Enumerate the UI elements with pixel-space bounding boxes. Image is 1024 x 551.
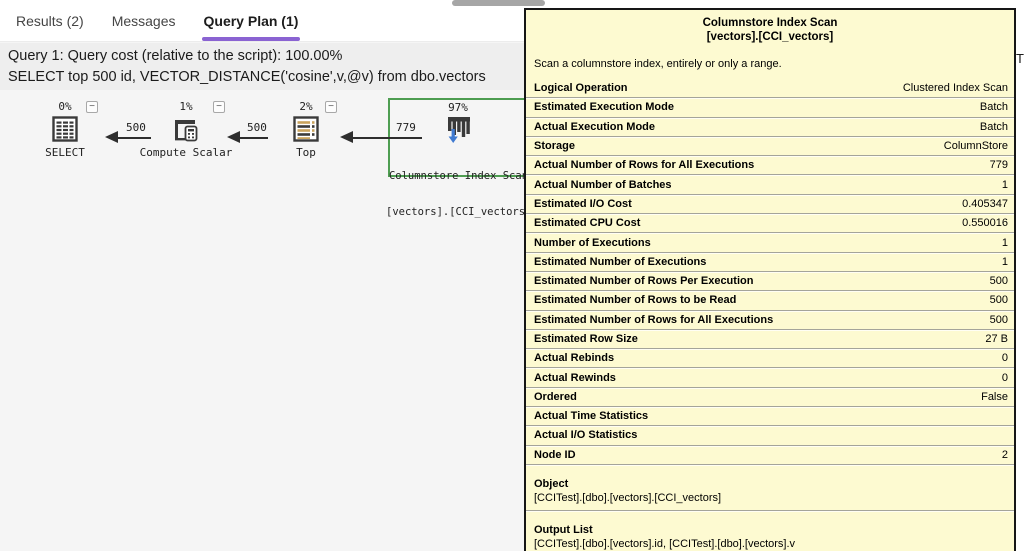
tab-results-label: Results (2) bbox=[16, 12, 84, 29]
clipped-text-fragment: T bbox=[1016, 51, 1024, 66]
query-text-line: SELECT top 500 id, VECTOR_DISTANCE('cosi… bbox=[8, 69, 486, 85]
columnstore-node-label: Columnstore Index Scan [vectors].[CCI_ve… bbox=[386, 170, 532, 218]
edge-rowcount: 500 bbox=[247, 121, 267, 134]
property-row: Actual Time Statistics bbox=[526, 407, 1014, 427]
columnstore-node-cost: 97% bbox=[448, 101, 468, 114]
compute-scalar-icon[interactable] bbox=[172, 114, 200, 144]
select-node-label: SELECT bbox=[45, 146, 85, 159]
tab-query-plan-label: Query Plan (1) bbox=[203, 12, 299, 29]
compute-scalar-node-label: Compute Scalar bbox=[139, 146, 233, 159]
top-icon[interactable] bbox=[292, 114, 320, 144]
top-node-cost: 2% bbox=[299, 100, 313, 113]
edge-rowcount: 500 bbox=[126, 121, 146, 134]
pane-drag-handle[interactable] bbox=[452, 0, 545, 6]
select-icon[interactable] bbox=[51, 114, 79, 144]
property-row: Actual Number of Rows for All Executions… bbox=[526, 156, 1014, 176]
plan-edge-arrow bbox=[227, 131, 268, 144]
select-node-cost: 0% bbox=[58, 100, 72, 113]
plan-edge-arrow bbox=[105, 131, 151, 144]
tooltip-output-list-section: Output List [CCITest].[dbo].[vectors].id… bbox=[534, 523, 796, 550]
property-row: Estimated Number of Rows for All Executi… bbox=[526, 311, 1014, 330]
tab-messages-label: Messages bbox=[111, 12, 176, 29]
tab-results[interactable]: Results (2) bbox=[2, 0, 98, 42]
active-tab-underline bbox=[201, 37, 301, 41]
tab-query-plan[interactable]: Query Plan (1) bbox=[190, 0, 313, 42]
top-node-label: Top bbox=[296, 146, 316, 159]
plan-edge-arrow bbox=[340, 131, 422, 144]
columnstore-index-scan-icon[interactable] bbox=[444, 113, 472, 143]
select-collapse-button[interactable]: − bbox=[86, 101, 98, 113]
tab-messages[interactable]: Messages bbox=[98, 0, 190, 42]
tooltip-title-operation: Columnstore Index Scan bbox=[702, 17, 838, 29]
operator-tooltip: Columnstore Index Scan [vectors].[CCI_ve… bbox=[524, 8, 1016, 551]
tooltip-title: Columnstore Index Scan [vectors].[CCI_ve… bbox=[526, 17, 1014, 44]
top-collapse-button[interactable]: − bbox=[325, 101, 337, 113]
compute-scalar-collapse-button[interactable]: − bbox=[213, 101, 225, 113]
tooltip-description: Scan a columnstore index, entirely or on… bbox=[534, 58, 782, 70]
property-row: Actual I/O Statistics bbox=[526, 426, 1014, 446]
tooltip-title-object: [vectors].[CCI_vectors] bbox=[706, 30, 834, 43]
compute-scalar-node-cost: 1% bbox=[179, 100, 193, 113]
query-cost-line: Query 1: Query cost (relative to the scr… bbox=[8, 48, 343, 64]
edge-rowcount: 779 bbox=[396, 121, 416, 134]
tooltip-object-section: Object [CCITest].[dbo].[vectors].[CCI_ve… bbox=[526, 465, 1014, 511]
